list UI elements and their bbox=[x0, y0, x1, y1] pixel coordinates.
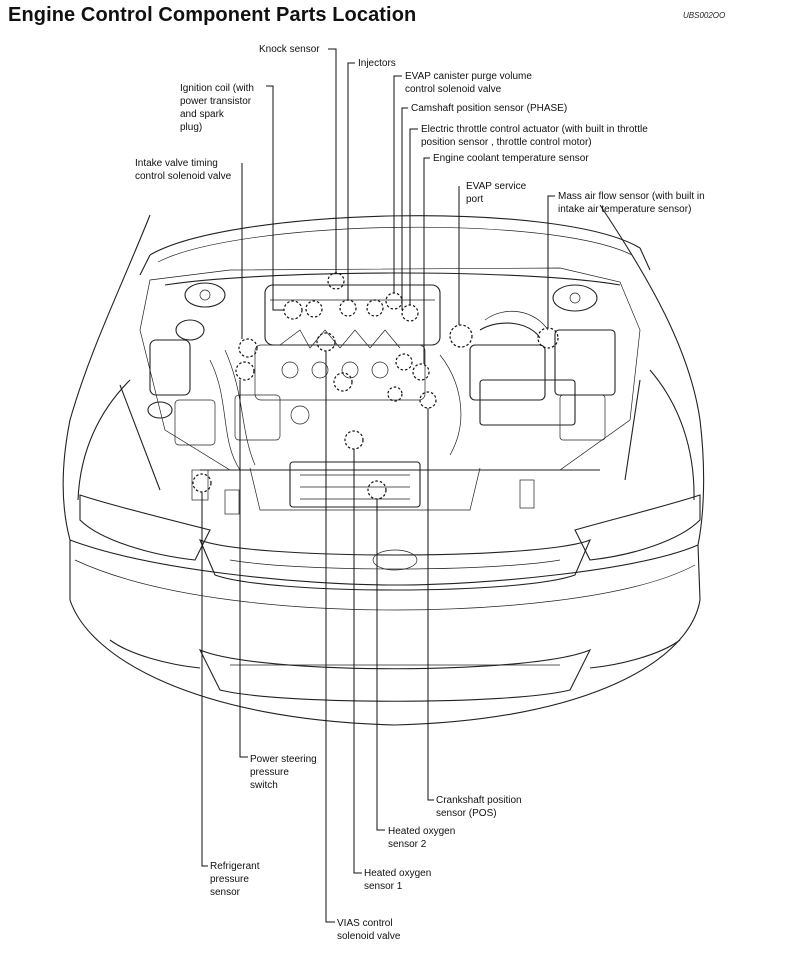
page-title: Engine Control Component Parts Location bbox=[8, 4, 417, 26]
label-vias-valve: VIAS control solenoid valve bbox=[337, 918, 401, 942]
label-refrigerant-sensor: Refrigerant pressure sensor bbox=[210, 861, 260, 898]
leader-lines bbox=[201, 48, 555, 923]
label-coolant-temp-sensor: Engine coolant temperature sensor bbox=[433, 153, 589, 164]
label-throttle-actuator: Electric throttle control actuator (with… bbox=[421, 124, 648, 148]
label-knock-sensor: Knock sensor bbox=[259, 44, 320, 55]
label-maf-sensor: Mass air flow sensor (with built in inta… bbox=[558, 191, 705, 215]
label-camshaft-sensor: Camshaft position sensor (PHASE) bbox=[411, 103, 568, 114]
label-intake-valve-timing: Intake valve timing control solenoid val… bbox=[135, 158, 232, 182]
label-ignition-coil: Ignition coil (with power transistor and… bbox=[180, 83, 254, 133]
label-power-steering-switch: Power steering pressure switch bbox=[250, 754, 317, 791]
label-evap-service-port: EVAP service port bbox=[466, 181, 527, 205]
callout-markers bbox=[192, 272, 559, 500]
label-crankshaft-sensor: Crankshaft position sensor (POS) bbox=[436, 795, 522, 819]
car-front-illustration bbox=[62, 204, 705, 726]
label-heated-o2-sensor-1: Heated oxygen sensor 1 bbox=[364, 868, 432, 892]
label-injectors: Injectors bbox=[358, 58, 396, 69]
label-evap-purge-valve: EVAP canister purge volume control solen… bbox=[405, 71, 532, 95]
figure-code: UBS002OO bbox=[683, 11, 726, 20]
label-heated-o2-sensor-2: Heated oxygen sensor 2 bbox=[388, 826, 456, 850]
